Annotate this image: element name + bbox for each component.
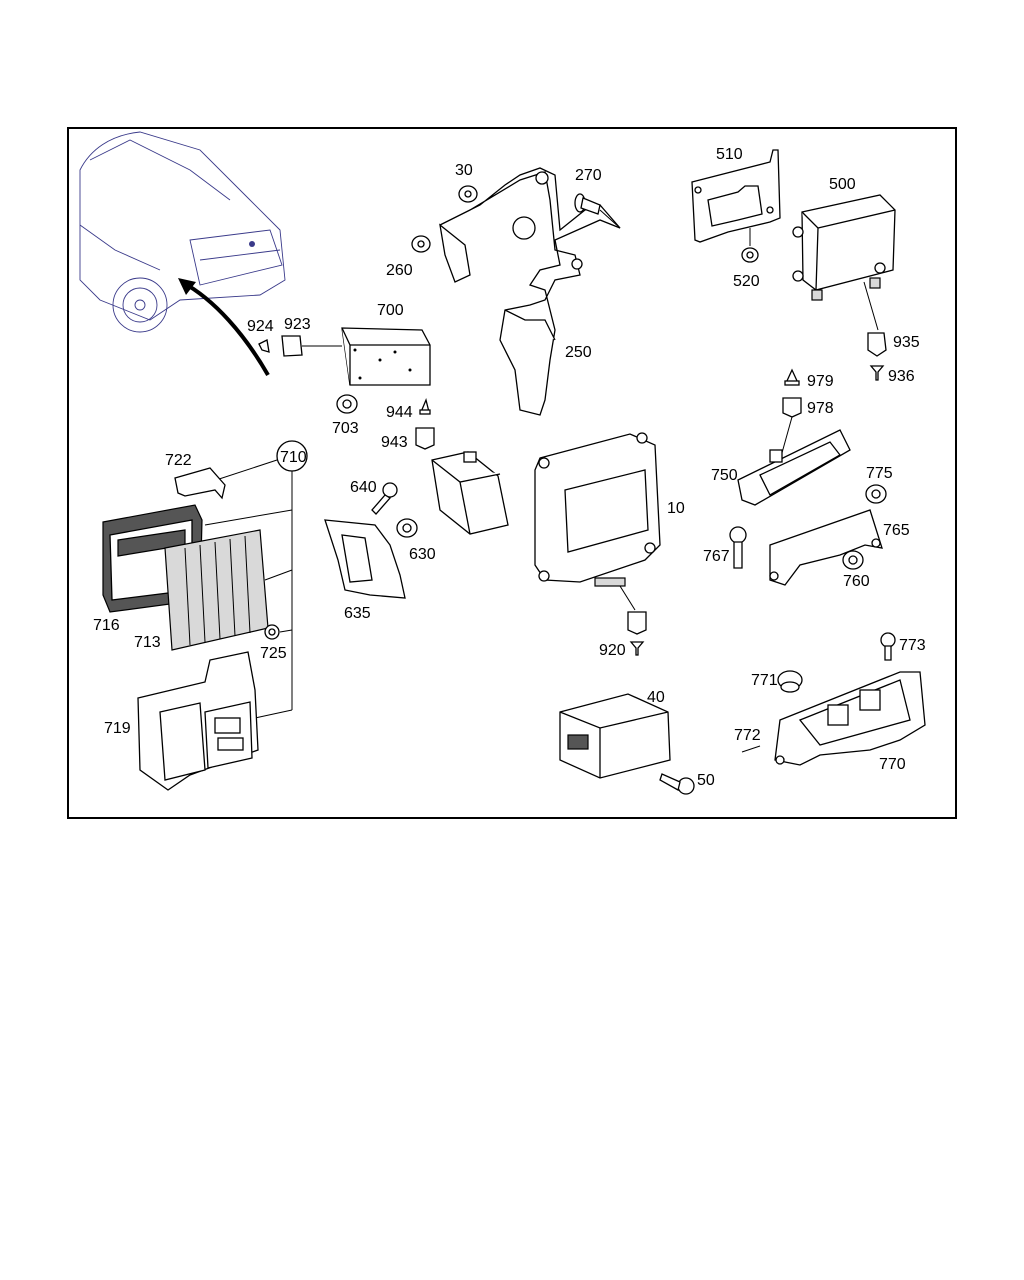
label-713: 713 — [134, 634, 161, 651]
label-923: 923 — [284, 316, 311, 333]
part-703-nut — [336, 394, 358, 414]
label-703: 703 — [332, 420, 359, 437]
vehicle-illustration — [79, 131, 286, 333]
part-770-bracket — [774, 671, 926, 766]
part-923-connector — [281, 335, 342, 357]
label-725: 725 — [260, 645, 287, 662]
part-270-bolt — [574, 193, 621, 229]
part-719-bracket — [137, 651, 259, 791]
label-640: 640 — [350, 479, 377, 496]
part-771-grommet — [777, 670, 803, 693]
part-500-module — [792, 194, 896, 331]
part-943-connector — [415, 427, 435, 450]
label-979: 979 — [807, 373, 834, 390]
label-719: 719 — [104, 720, 131, 737]
label-40: 40 — [647, 689, 665, 706]
label-30: 30 — [455, 162, 473, 179]
label-936: 936 — [888, 368, 915, 385]
part-920-connector — [627, 611, 647, 656]
location-arrow — [181, 280, 270, 376]
label-943: 943 — [381, 434, 408, 451]
part-773-screw — [880, 632, 896, 661]
label-924: 924 — [247, 318, 274, 335]
part-765-bracket — [769, 509, 883, 586]
location-arrowhead — [178, 278, 196, 295]
part-30-nut — [458, 185, 478, 203]
part-767-screw — [729, 526, 747, 569]
label-50: 50 — [697, 772, 715, 789]
part-722-cover — [174, 467, 226, 500]
label-260: 260 — [386, 262, 413, 279]
part-772-pin — [741, 745, 761, 753]
part-640-screw — [371, 482, 398, 515]
part-750-tray — [737, 429, 851, 506]
part-labels: 30 270 260 250 510 500 520 935 936 924 9… — [93, 146, 926, 789]
part-510-bracket — [691, 149, 781, 246]
part-713-amplifier — [164, 529, 269, 651]
part-935-connector — [867, 332, 887, 357]
label-250: 250 — [565, 344, 592, 361]
label-722: 722 — [165, 452, 192, 469]
label-630: 630 — [409, 546, 436, 563]
label-700: 700 — [377, 302, 404, 319]
part-725-nut — [264, 624, 280, 640]
label-935: 935 — [893, 334, 920, 351]
label-920: 920 — [599, 642, 626, 659]
part-50-screw — [659, 773, 695, 795]
label-635: 635 — [344, 605, 371, 622]
part-944-pin — [419, 397, 431, 415]
part-775-nut — [865, 484, 887, 504]
part-979-pin — [784, 368, 800, 386]
part-924-clip — [258, 339, 270, 353]
part-520-nut — [741, 247, 759, 263]
label-767: 767 — [703, 548, 730, 565]
label-760: 760 — [843, 573, 870, 590]
part-760-nut — [842, 550, 864, 570]
part-40-module — [559, 693, 671, 779]
part-10-control-unit — [534, 432, 661, 611]
label-500: 500 — [829, 176, 856, 193]
group-710-callout — [204, 440, 308, 719]
label-772: 772 — [734, 727, 761, 744]
label-10: 10 — [667, 500, 685, 517]
label-716: 716 — [93, 617, 120, 634]
part-936-pin — [869, 365, 885, 381]
label-765: 765 — [883, 522, 910, 539]
label-510: 510 — [716, 146, 743, 163]
part-635-bracket — [324, 519, 406, 599]
label-944: 944 — [386, 404, 413, 421]
label-771: 771 — [751, 672, 778, 689]
label-770: 770 — [879, 756, 906, 773]
label-750: 750 — [711, 467, 738, 484]
label-270: 270 — [575, 167, 602, 184]
label-978: 978 — [807, 400, 834, 417]
part-700-module — [341, 327, 431, 386]
label-773: 773 — [899, 637, 926, 654]
part-943-module — [431, 451, 509, 535]
label-775: 775 — [866, 465, 893, 482]
part-250-bracket — [439, 167, 621, 416]
part-260-nut — [411, 235, 431, 253]
label-520: 520 — [733, 273, 760, 290]
label-710: 710 — [280, 449, 307, 466]
part-630-nut — [396, 518, 418, 538]
